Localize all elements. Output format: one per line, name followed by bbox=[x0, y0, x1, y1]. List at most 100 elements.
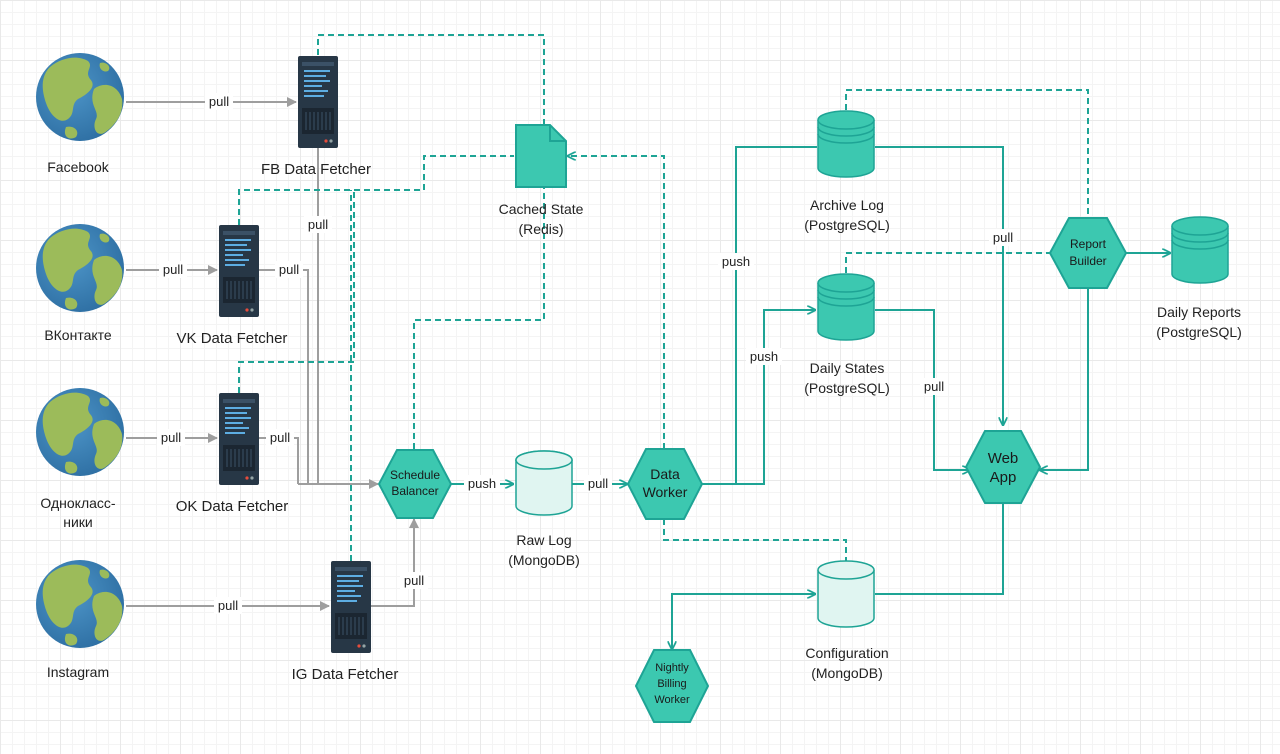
node-archive-log: Archive Log (PostgreSQL) bbox=[804, 110, 890, 233]
node-subtitle: (PostgreSQL) bbox=[1156, 324, 1242, 340]
fetcher-label: OK Data Fetcher bbox=[176, 498, 289, 515]
server-icon bbox=[218, 392, 260, 486]
edge-config-webapp bbox=[875, 503, 1004, 595]
hexagon-shape bbox=[377, 449, 453, 519]
edge-worker-config bbox=[663, 519, 847, 562]
node-subtitle: (PostgreSQL) bbox=[804, 380, 890, 396]
edge-worker-cache bbox=[568, 156, 665, 449]
push-label: push bbox=[750, 349, 778, 364]
node-title: Cached State bbox=[499, 201, 584, 217]
node-title: Configuration bbox=[805, 645, 888, 661]
globe-icon bbox=[36, 388, 124, 476]
source-label: Instagram bbox=[47, 664, 109, 680]
edge-ig-balancer bbox=[371, 518, 419, 607]
pull-label: pull bbox=[209, 94, 229, 109]
hexagon-shape bbox=[634, 649, 710, 723]
hexagon-shape bbox=[964, 430, 1042, 504]
edge-archive-webapp bbox=[875, 146, 1003, 425]
pull-label: pull bbox=[161, 430, 181, 445]
edge-archive-builder bbox=[845, 89, 1089, 218]
node-title: Data bbox=[650, 466, 680, 482]
fetcher-label: IG Data Fetcher bbox=[292, 666, 399, 683]
node-title: Daily States bbox=[810, 360, 885, 376]
node-subtitle: (MongoDB) bbox=[811, 665, 883, 681]
fetcher-ig: IG Data Fetcher bbox=[292, 560, 399, 683]
fetcher-vk: VK Data Fetcher bbox=[177, 224, 288, 347]
edge-vk-balancer bbox=[259, 269, 309, 484]
pull-label: pull bbox=[163, 262, 183, 277]
source-label: Facebook bbox=[47, 159, 109, 175]
push-label: push bbox=[468, 476, 496, 491]
server-icon bbox=[330, 560, 372, 654]
node-daily-states: Daily States (PostgreSQL) bbox=[804, 273, 890, 396]
database-icon bbox=[817, 560, 875, 628]
pull-label: pull bbox=[588, 476, 608, 491]
source-odnoklassniki: Однокласс- ники bbox=[36, 388, 124, 530]
globe-icon bbox=[36, 224, 124, 312]
node-title: Daily Reports bbox=[1157, 304, 1241, 320]
fetcher-ok: OK Data Fetcher bbox=[176, 392, 289, 515]
hexagon-shape bbox=[1048, 217, 1128, 289]
source-facebook: Facebook bbox=[36, 53, 124, 175]
node-subtitle: Builder bbox=[1069, 254, 1106, 268]
pull-label: pull bbox=[308, 217, 328, 232]
source-instagram: Instagram bbox=[36, 560, 124, 680]
fetcher-fb: FB Data Fetcher bbox=[261, 55, 371, 178]
node-nightly-billing-worker: Nightly Billing Worker bbox=[634, 649, 710, 723]
node-web-app: Web App bbox=[964, 430, 1042, 504]
edge-labels: pull pull pull pull pull pull pull pull … bbox=[157, 93, 1017, 614]
push-label: push bbox=[722, 254, 750, 269]
hexagon-shape bbox=[626, 448, 704, 520]
edge-balancer-cache bbox=[413, 188, 545, 449]
fetcher-label: FB Data Fetcher bbox=[261, 161, 371, 178]
edge-ok-cache bbox=[238, 190, 355, 393]
node-title-line1: Nightly bbox=[655, 662, 689, 674]
node-subtitle: (Redis) bbox=[518, 221, 563, 237]
node-title: Schedule bbox=[390, 468, 440, 482]
pull-label: pull bbox=[279, 262, 299, 277]
node-daily-reports: Daily Reports (PostgreSQL) bbox=[1156, 216, 1242, 340]
source-vkontakte: ВКонтакте bbox=[36, 224, 124, 343]
node-subtitle: Balancer bbox=[391, 484, 438, 498]
node-title-line3: Worker bbox=[654, 694, 690, 706]
node-data-worker: Data Worker bbox=[626, 448, 704, 520]
pull-label: pull bbox=[404, 573, 424, 588]
database-icon bbox=[817, 273, 875, 341]
database-icon bbox=[1171, 216, 1229, 284]
edge-config-nightly bbox=[672, 593, 815, 649]
document-icon bbox=[515, 124, 567, 188]
node-subtitle: (MongoDB) bbox=[508, 552, 580, 568]
source-label: ВКонтакте bbox=[44, 327, 112, 343]
node-subtitle: App bbox=[990, 469, 1017, 486]
node-report-builder: Report Builder bbox=[1048, 217, 1128, 289]
pull-label: pull bbox=[993, 230, 1013, 245]
node-cached-state: Cached State (Redis) bbox=[499, 124, 584, 237]
pull-label: pull bbox=[924, 379, 944, 394]
source-label-line2: ники bbox=[63, 514, 93, 530]
server-icon bbox=[297, 55, 339, 149]
node-subtitle: (PostgreSQL) bbox=[804, 217, 890, 233]
globe-icon bbox=[36, 560, 124, 648]
pull-label: pull bbox=[270, 430, 290, 445]
globe-icon bbox=[36, 53, 124, 141]
node-configuration: Configuration (MongoDB) bbox=[805, 560, 889, 681]
edge-daily-builder bbox=[845, 252, 1050, 273]
edge-builder-webapp bbox=[1040, 288, 1089, 470]
node-title-line2: Billing bbox=[657, 678, 686, 690]
database-icon bbox=[515, 450, 573, 516]
node-title: Raw Log bbox=[516, 532, 571, 548]
edge-worker-archive bbox=[702, 146, 817, 485]
node-schedule-balancer: Schedule Balancer bbox=[377, 449, 453, 519]
server-icon bbox=[218, 224, 260, 318]
node-title: Archive Log bbox=[810, 197, 884, 213]
pull-label: pull bbox=[218, 598, 238, 613]
database-icon bbox=[817, 110, 875, 178]
edge-worker-daily bbox=[736, 310, 815, 485]
node-title: Web bbox=[988, 450, 1019, 467]
fetcher-label: VK Data Fetcher bbox=[177, 330, 288, 347]
edge-fb-cache bbox=[317, 34, 545, 125]
node-raw-log: Raw Log (MongoDB) bbox=[508, 450, 580, 568]
node-title: Report bbox=[1070, 237, 1107, 251]
edge-vk-cache bbox=[238, 155, 514, 225]
